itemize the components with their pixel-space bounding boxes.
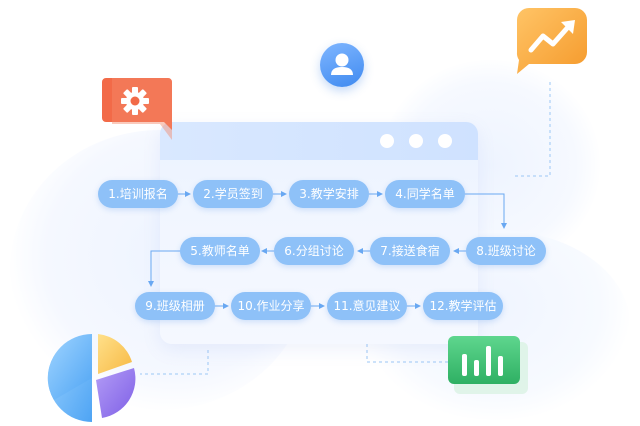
step-5[interactable]: 5.教师名单 xyxy=(180,237,260,265)
step-1[interactable]: 1.培训报名 xyxy=(98,180,178,208)
window-dot xyxy=(380,134,394,148)
step-7[interactable]: 7.接送食宿 xyxy=(370,237,450,265)
step-4[interactable]: 4.同学名单 xyxy=(385,180,465,208)
pie-chart-icon xyxy=(40,330,140,422)
window-dot xyxy=(438,134,452,148)
bar-chart-icon xyxy=(448,336,528,394)
window-dot xyxy=(409,134,423,148)
step-11[interactable]: 11.意见建议 xyxy=(327,292,407,320)
gear-icon xyxy=(102,78,172,142)
trend-up-icon xyxy=(515,6,589,76)
step-2[interactable]: 2.学员签到 xyxy=(193,180,273,208)
step-12[interactable]: 12.教学评估 xyxy=(423,292,503,320)
step-6[interactable]: 6.分组讨论 xyxy=(274,237,354,265)
step-9[interactable]: 9.班级相册 xyxy=(135,292,215,320)
step-8[interactable]: 8.班级讨论 xyxy=(466,237,546,265)
step-10[interactable]: 10.作业分享 xyxy=(231,292,311,320)
window-titlebar xyxy=(160,122,478,160)
step-3[interactable]: 3.教学安排 xyxy=(289,180,369,208)
user-icon xyxy=(320,43,364,87)
